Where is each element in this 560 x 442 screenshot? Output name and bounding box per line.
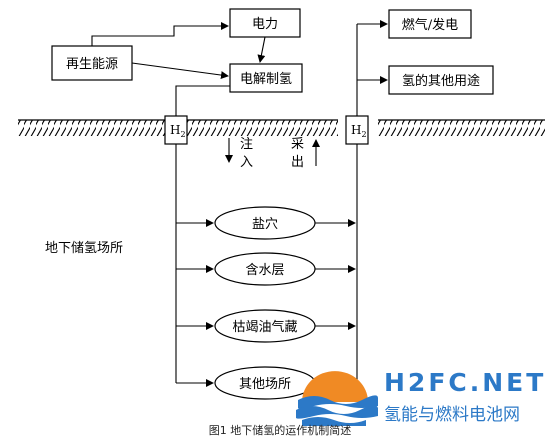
gas-power-label: 燃气/发电 — [402, 17, 458, 33]
line-electrolysis-to-h2-left — [175, 85, 230, 116]
ground-surface-right — [378, 119, 545, 136]
site-aquifer: 含水层 — [176, 252, 356, 286]
h2-right-label: H2 — [351, 123, 367, 139]
electricity-label: 电力 — [252, 17, 278, 32]
electrolysis-label: 电解制氢 — [240, 72, 292, 87]
arrow-electricity-to-electrolysis — [257, 36, 266, 63]
site-salt-cavern-label: 盐穴 — [252, 217, 278, 232]
arrow-renewable-to-electricity — [91, 22, 229, 46]
other-uses-label: 氢的其他用途 — [402, 73, 480, 89]
other-uses-box — [388, 65, 494, 95]
watermark: H2FC.NET 氢能与燃料电池网 — [292, 366, 558, 426]
inject-label-2: 入 — [240, 155, 253, 170]
electrolysis-box — [229, 63, 303, 93]
storage-mechanism-diagram: 再生能源 电力 电解制氢 燃气/发电 氢的其他用途 H2 H2 注 入 采 出 … — [18, 8, 545, 400]
electricity-box — [229, 8, 301, 38]
site-depleted-reservoir: 枯竭油气藏 — [176, 309, 356, 343]
extract-label-1: 采 — [291, 137, 304, 152]
site-aquifer-label: 含水层 — [245, 262, 284, 278]
h2fc-logo-icon — [296, 371, 378, 426]
site-label: 地下储氢场所 — [45, 241, 123, 256]
watermark-tagline: 氢能与燃料电池网 — [384, 405, 520, 425]
arrow-renewable-to-electrolysis — [131, 62, 229, 80]
figure-caption: 图1 地下储氢的运作机制简述 — [208, 424, 352, 437]
watermark-brand: H2FC.NET — [384, 368, 547, 397]
renewable-source-box — [51, 45, 133, 81]
site-other: 其他场所 — [176, 366, 356, 400]
site-salt-cavern: 盐穴 — [176, 206, 356, 240]
renewable-source-label: 再生能源 — [66, 57, 118, 72]
inject-label-1: 注 — [240, 137, 253, 152]
gas-power-box — [388, 9, 472, 39]
site-other-label: 其他场所 — [239, 377, 291, 392]
site-depleted-reservoir-label: 枯竭油气藏 — [232, 319, 297, 335]
h2-left-label: H2 — [170, 123, 186, 139]
extract-label-2: 出 — [291, 155, 304, 170]
